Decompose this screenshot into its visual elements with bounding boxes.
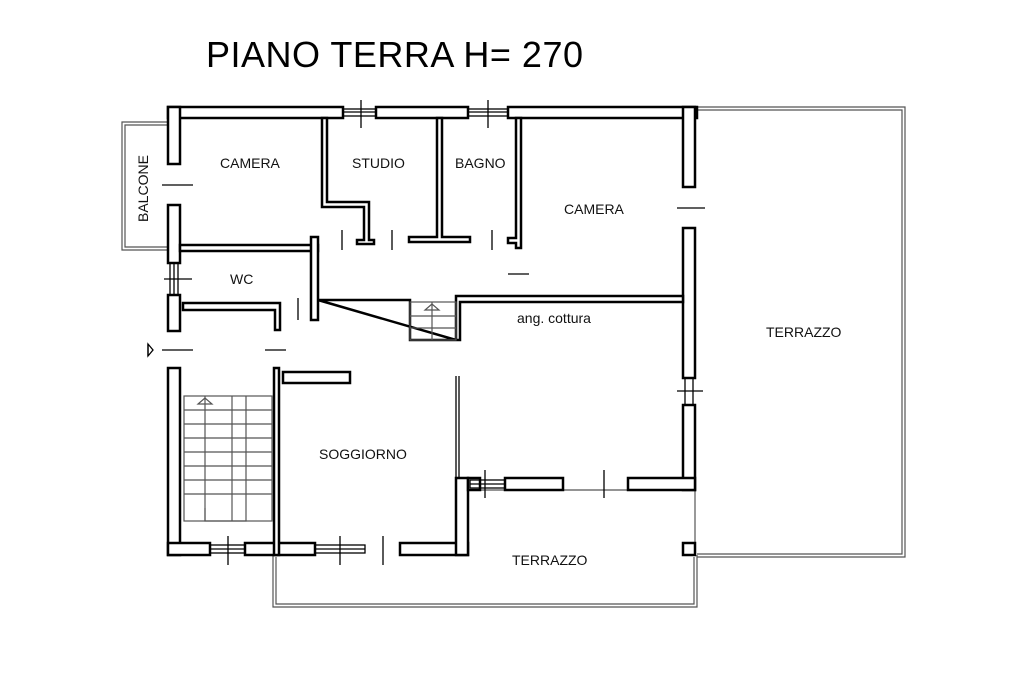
room-label-soggiorno: SOGGIORNO bbox=[319, 446, 407, 462]
staircase bbox=[183, 301, 457, 522]
windows bbox=[162, 100, 705, 565]
inner-walls bbox=[178, 116, 685, 557]
room-label-wc: WC bbox=[230, 271, 253, 287]
room-label-studio: STUDIO bbox=[352, 155, 405, 171]
terrace-right-outline bbox=[697, 106, 906, 558]
room-label-balcone: BALCONE bbox=[135, 155, 151, 222]
plan-title: PIANO TERRA H= 270 bbox=[206, 34, 584, 75]
room-label-ang-cottura: ang. cottura bbox=[517, 310, 591, 326]
room-label-camera: CAMERA bbox=[220, 155, 281, 171]
entrance-arrow-icon bbox=[147, 342, 154, 358]
room-label-camera-2: CAMERA bbox=[564, 201, 625, 217]
outer-walls bbox=[166, 105, 699, 557]
room-label-terrazzo-bottom: TERRAZZO bbox=[512, 552, 588, 568]
room-label-terrazzo-right: TERRAZZO bbox=[766, 324, 842, 340]
room-label-bagno: BAGNO bbox=[455, 155, 506, 171]
balcony-outline bbox=[121, 121, 168, 251]
